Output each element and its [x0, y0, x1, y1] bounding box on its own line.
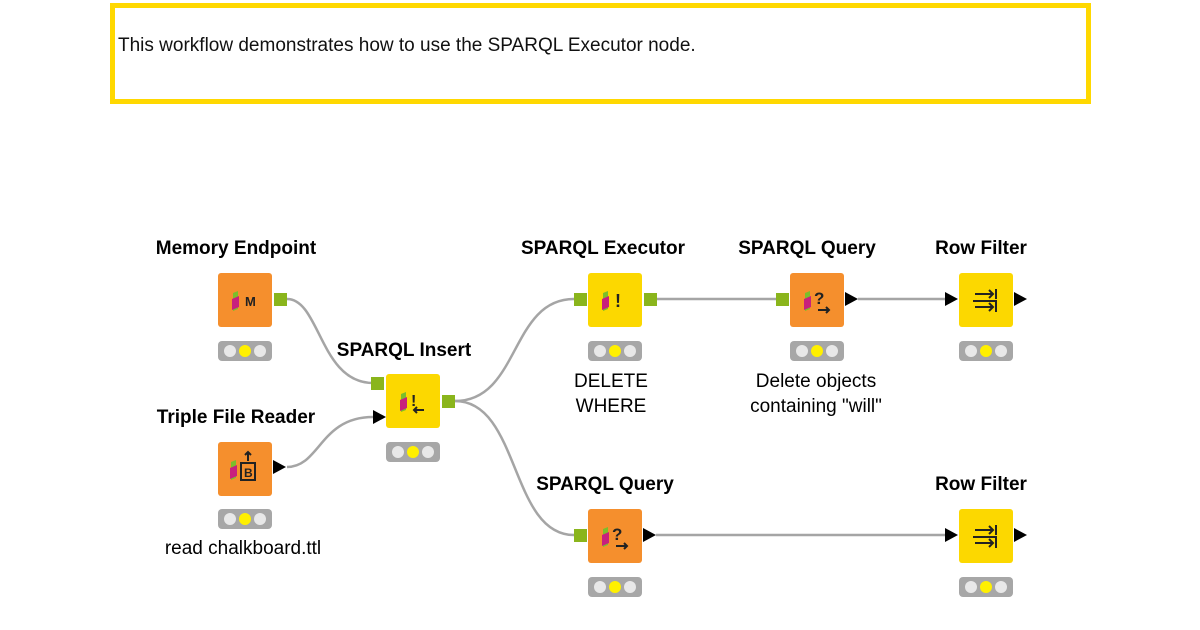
input-port[interactable]	[776, 293, 789, 306]
triple-file-reader-icon: B	[230, 450, 256, 481]
icon-letter-question: ?	[612, 525, 622, 544]
connection-insert-to-query-bottom[interactable]	[454, 399, 575, 537]
output-port[interactable]	[643, 528, 656, 542]
node-sparql-insert[interactable]: !	[386, 374, 440, 428]
input-port[interactable]	[574, 293, 587, 306]
output-port[interactable]	[442, 395, 455, 408]
output-port[interactable]	[1014, 292, 1027, 306]
node-sparql-query-top[interactable]: ?	[790, 273, 844, 327]
input-port[interactable]	[945, 292, 958, 306]
node-memory-endpoint[interactable]: M	[218, 273, 272, 327]
node-description-triple-file-reader[interactable]: read chalkboard.ttl	[164, 538, 322, 559]
node-title-memory-endpoint[interactable]: Memory Endpoint	[155, 238, 317, 259]
sparql-query-icon: ?	[602, 525, 629, 550]
icon-letter-b: B	[244, 466, 253, 480]
input-port[interactable]	[373, 410, 386, 424]
input-port[interactable]	[574, 529, 587, 542]
status-indicator	[218, 341, 272, 361]
output-port[interactable]	[1014, 528, 1027, 542]
status-indicator	[218, 509, 272, 529]
connection-memory-to-insert[interactable]	[286, 297, 374, 385]
node-row-filter-bottom[interactable]	[959, 509, 1013, 563]
input-port[interactable]	[945, 528, 958, 542]
node-row-filter-top[interactable]	[959, 273, 1013, 327]
output-port[interactable]	[273, 460, 286, 474]
status-indicator	[588, 577, 642, 597]
description-line: DELETE	[574, 371, 648, 392]
input-port[interactable]	[371, 377, 384, 390]
status-indicator	[588, 341, 642, 361]
connection-reader-to-insert[interactable]	[286, 415, 374, 469]
description-line: WHERE	[575, 396, 647, 417]
icon-letter-exclaim: !	[615, 291, 621, 311]
workflow-annotation[interactable]: This workflow demonstrates how to use th…	[110, 3, 1091, 104]
node-sparql-query-bottom[interactable]: ?	[588, 509, 642, 563]
node-title-triple-file-reader[interactable]: Triple File Reader	[156, 407, 316, 428]
row-filter-icon	[973, 289, 997, 312]
status-indicator	[790, 341, 844, 361]
annotation-text: This workflow demonstrates how to use th…	[118, 35, 696, 56]
node-title-row-filter-bottom[interactable]: Row Filter	[935, 474, 1027, 495]
node-title-sparql-insert[interactable]: SPARQL Insert	[336, 340, 472, 361]
node-title-sparql-query-top[interactable]: SPARQL Query	[738, 238, 876, 259]
icon-letter-m: M	[245, 294, 256, 309]
output-port[interactable]	[274, 293, 287, 306]
sparql-insert-icon: !	[400, 392, 424, 414]
node-description-sparql-executor[interactable]: DELETE WHERE	[574, 369, 648, 419]
icon-letter-question: ?	[814, 289, 824, 308]
description-line: containing "will"	[750, 396, 882, 417]
sparql-executor-icon: !	[602, 291, 621, 311]
node-triple-file-reader[interactable]: B	[218, 442, 272, 496]
output-port[interactable]	[644, 293, 657, 306]
description-line: Delete objects	[755, 371, 877, 392]
status-indicator	[386, 442, 440, 462]
connection-insert-to-executor[interactable]	[454, 297, 575, 403]
memory-endpoint-icon: M	[232, 291, 256, 311]
sparql-query-icon: ?	[804, 289, 831, 314]
node-title-row-filter-top[interactable]: Row Filter	[935, 238, 1027, 259]
row-filter-icon	[973, 525, 997, 548]
status-indicator	[959, 341, 1013, 361]
node-sparql-executor[interactable]: !	[588, 273, 642, 327]
node-description-sparql-query-top[interactable]: Delete objects containing "will"	[750, 369, 882, 419]
status-indicator	[959, 577, 1013, 597]
icon-letter-exclaim: !	[411, 393, 416, 410]
node-title-sparql-query-bottom[interactable]: SPARQL Query	[536, 474, 674, 495]
node-title-sparql-executor[interactable]: SPARQL Executor	[520, 238, 686, 259]
output-port[interactable]	[845, 292, 858, 306]
